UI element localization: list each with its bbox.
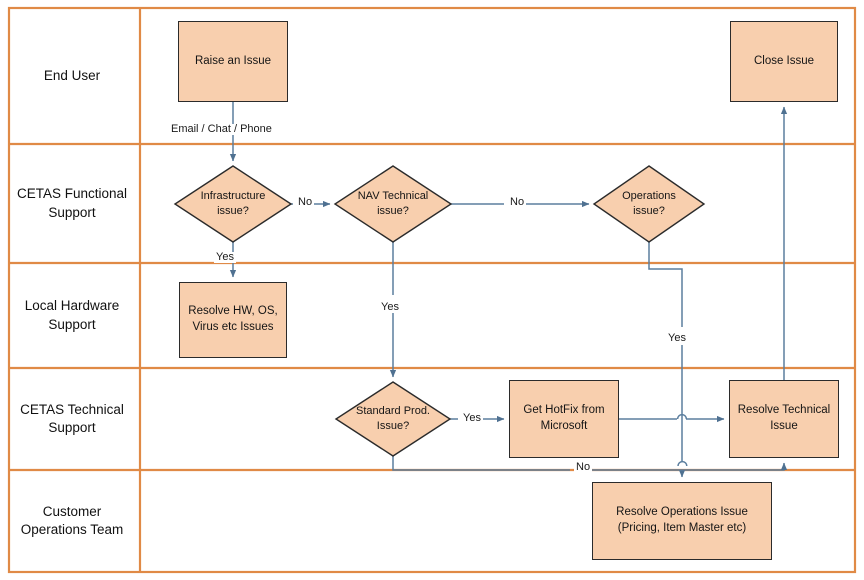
edge-label-nav-no: No — [508, 196, 527, 208]
diamond-infrastructure-issue — [173, 165, 293, 243]
node-nav-technical-issue[interactable]: NAV Technical issue? — [357, 190, 429, 217]
diamond-standard-prod-issue — [334, 381, 452, 457]
edge-label-operations-yes: Yes — [666, 332, 688, 344]
edge-hotfix-hop — [676, 413, 688, 420]
edge-label-standard-no: No — [574, 461, 593, 473]
node-close-issue[interactable]: Close Issue — [730, 21, 838, 102]
decision-shapes — [173, 165, 706, 457]
edge-label-infrastructure-no: No — [296, 196, 315, 208]
edge-label-nav-yes: Yes — [379, 301, 401, 313]
edge-label-standard-yes: Yes — [461, 412, 483, 424]
node-infrastructure-issue[interactable]: Infrastructure issue? — [200, 190, 266, 217]
connector-layer — [229, 102, 784, 478]
node-raise-an-issue[interactable]: Raise an Issue — [178, 21, 288, 102]
edge-label-email-chat-phone: Email / Chat / Phone — [169, 123, 274, 135]
edge-operations-yes-hop — [677, 460, 688, 467]
diamond-operations-issue — [592, 165, 706, 243]
diamond-nav-technical-issue — [333, 165, 453, 243]
node-resolve-technical-issue[interactable]: Resolve Technical Issue — [729, 380, 839, 458]
node-operations-issue[interactable]: Operations issue? — [622, 190, 676, 217]
node-resolve-operations-issue[interactable]: Resolve Operations Issue (Pricing, Item … — [592, 482, 772, 560]
edge-operations-yes — [648, 242, 683, 462]
node-resolve-hw-os-virus[interactable]: Resolve HW, OS, Virus etc Issues — [179, 282, 287, 358]
node-standard-prod-issue[interactable]: Standard Prod. Issue? — [356, 405, 430, 432]
node-get-hotfix-from-microsoft[interactable]: Get HotFix from Microsoft — [509, 380, 619, 458]
edge-standard-no — [392, 456, 784, 470]
edge-label-infrastructure-yes: Yes — [214, 251, 236, 263]
